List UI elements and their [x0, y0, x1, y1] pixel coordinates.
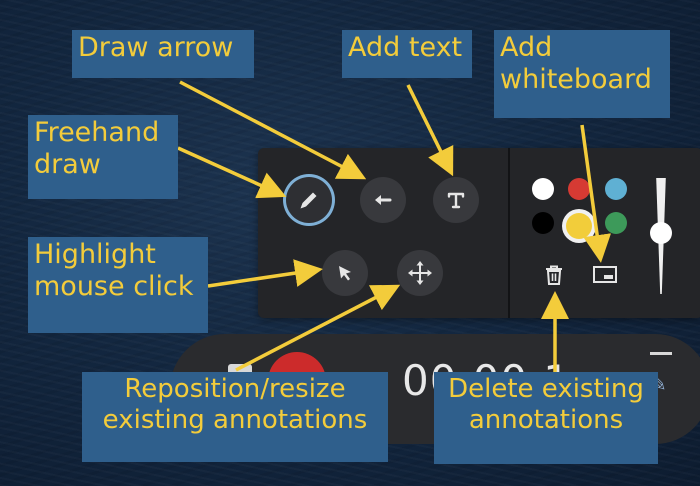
callout-add-text: Add text — [342, 30, 472, 78]
draw-arrow-button[interactable] — [360, 177, 406, 223]
whiteboard-icon — [593, 266, 617, 283]
callout-reposition-line2: existing annotations — [102, 404, 368, 435]
callout-freehand-line2: draw — [34, 148, 101, 180]
delete-annotations-button[interactable] — [539, 260, 569, 290]
callout-highlight-line1: Highlight — [34, 239, 156, 270]
draw-arrow-pointer — [179, 80, 367, 180]
callout-freehand-line1: Freehand — [34, 117, 160, 148]
freehand-draw-button[interactable] — [286, 177, 332, 223]
callout-delete-line2: annotations — [468, 404, 624, 435]
callout-reposition: Reposition/resize existing annotations — [82, 372, 388, 462]
callout-reposition-line1: Reposition/resize — [124, 374, 346, 404]
stroke-size-thumb[interactable] — [650, 222, 672, 244]
arrow-icon — [375, 195, 392, 205]
callout-draw-arrow-text: Draw arrow — [78, 32, 234, 63]
add-text-button[interactable] — [433, 177, 479, 223]
callout-freehand: Freehand draw — [28, 115, 178, 199]
highlight-pointer — [207, 259, 323, 288]
add-whiteboard-pointer — [580, 124, 612, 263]
trash-icon — [546, 265, 562, 285]
color-green-swatch[interactable] — [605, 212, 627, 234]
move-annotation-button[interactable] — [397, 250, 443, 296]
callout-add-text-text: Add text — [348, 32, 463, 63]
callout-add-whiteboard: Add whiteboard — [494, 30, 670, 118]
highlight-click-button[interactable] — [322, 250, 368, 296]
callout-highlight-line2: mouse click — [34, 270, 194, 302]
add-whiteboard-button[interactable] — [590, 260, 620, 290]
cursor-icon — [339, 266, 351, 281]
text-icon — [447, 192, 465, 209]
callout-add-whiteboard-line1: Add — [500, 32, 553, 63]
color-black-swatch[interactable] — [532, 212, 554, 234]
color-white-swatch[interactable] — [532, 178, 554, 200]
freehand-pointer — [177, 146, 287, 199]
add-text-pointer — [406, 84, 454, 177]
toolbar-divider — [508, 148, 510, 318]
callout-add-whiteboard-line2: whiteboard — [500, 63, 652, 95]
callout-delete: Delete existing annotations — [434, 372, 658, 464]
callout-highlight: Highlight mouse click — [28, 237, 208, 333]
color-blue-swatch[interactable] — [605, 178, 627, 200]
callout-delete-line1: Delete existing — [448, 374, 644, 404]
reposition-pointer — [235, 284, 401, 372]
color-red-swatch[interactable] — [568, 178, 590, 200]
callout-draw-arrow: Draw arrow — [72, 30, 254, 78]
minimize-icon[interactable] — [650, 352, 672, 355]
pencil-icon — [300, 192, 317, 209]
move-icon — [408, 261, 432, 285]
